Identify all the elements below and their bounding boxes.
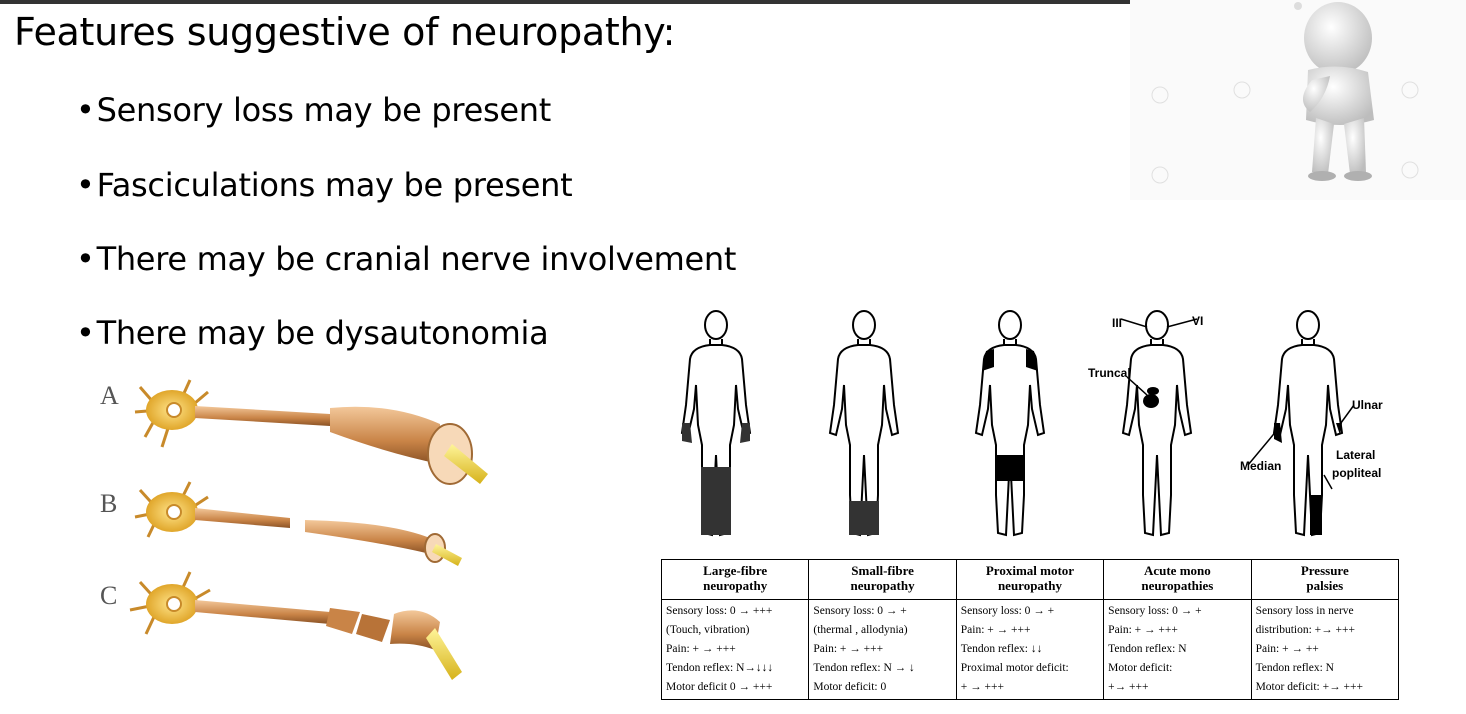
figure-proximal-motor [975, 310, 1045, 536]
top-border [0, 0, 1466, 4]
label-median: Median [1240, 459, 1281, 473]
bullet-text: Sensory loss may be present [96, 91, 552, 129]
figure-small-fibre [829, 310, 899, 536]
bullet-cranial-nerve: •There may be cranial nerve involvement [76, 240, 737, 278]
label-truncal: Truncal [1088, 366, 1131, 380]
figure-pressure-palsies [1247, 310, 1355, 536]
bullet-fasciculations: •Fasciculations may be present [76, 166, 573, 204]
label-ulnar: Ulnar [1352, 398, 1383, 412]
label-lateral: Lateral [1336, 448, 1375, 462]
label-cranial-iii: III [1112, 316, 1122, 330]
table-row: Sensory loss: 0 → +++(Touch, vibration)P… [660, 599, 1400, 700]
slide-title: Features suggestive of neuropathy: [14, 10, 676, 54]
neuron-b [134, 481, 462, 566]
neuron-c [129, 571, 462, 680]
label-popliteal: popliteal [1332, 466, 1381, 480]
neuropathy-distribution-figures: III VI Truncal Ulnar Median Lateral popl… [681, 310, 1383, 536]
neuron-label-b: B [100, 489, 117, 518]
bullet-sensory-loss: •Sensory loss may be present [76, 91, 551, 129]
bullet-text: There may be dysautonomia [96, 314, 549, 352]
cell-small-fibre: Sensory loss: 0 → +(thermal , allodynia)… [808, 599, 957, 700]
bullet-text: There may be cranial nerve involvement [96, 240, 737, 278]
neuron-a [134, 379, 488, 485]
bullet-text: Fasciculations may be present [96, 166, 573, 204]
bullet-dysautonomia: •There may be dysautonomia [76, 314, 549, 352]
neuron-label-c: C [100, 581, 117, 610]
cell-large-fibre: Sensory loss: 0 → +++(Touch, vibration)P… [660, 599, 810, 700]
figure-large-fibre [681, 310, 751, 536]
cell-acute-mono: Sensory loss: 0 → +Pain: + → +++Tendon r… [1103, 599, 1252, 700]
label-cranial-vi: VI [1192, 314, 1203, 328]
cell-proximal-motor: Sensory loss: 0 → +Pain: + → +++Tendon r… [955, 599, 1105, 700]
figure-acute-mono [1120, 310, 1198, 536]
neuron-label-a: A [100, 381, 119, 410]
thinking-person-image [1130, 0, 1466, 200]
neuron-degeneration-illustration: A B C [100, 379, 488, 680]
